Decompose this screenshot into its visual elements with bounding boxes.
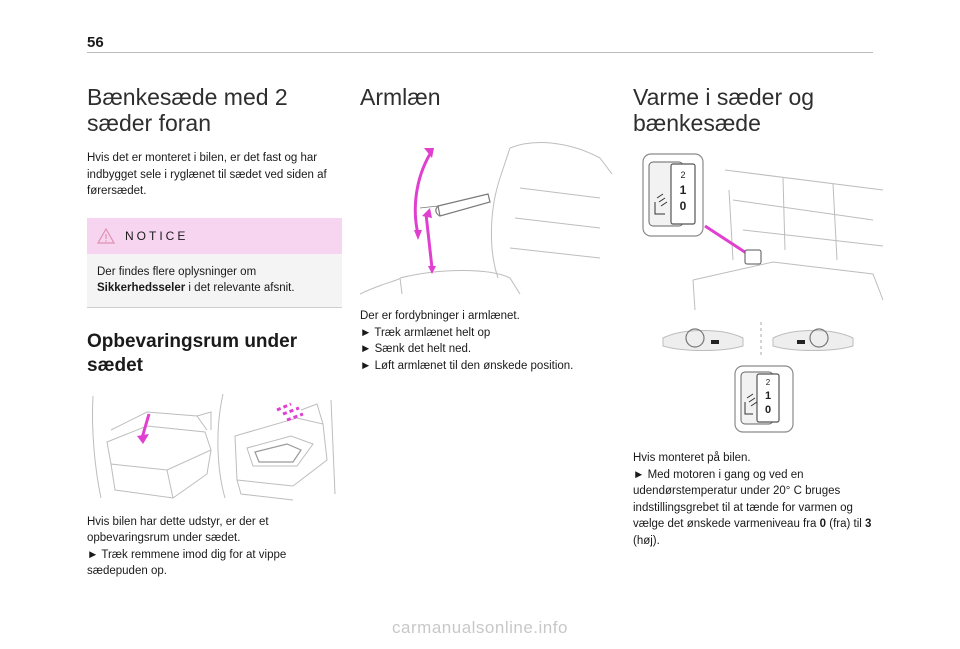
steering-wheel-icon [809,328,829,348]
dashboard-switch-location [662,322,854,356]
switch-level-0: 0 [680,199,687,213]
column-bench-seat: Bænkesæde med 2 sæder foran Hvis det er … [87,84,342,580]
column-seat-heating: Varme i sæder og bænkesæde 2 1 0 [633,84,893,549]
section-title-armrest: Armlæn [360,84,441,110]
warning-triangle-icon [97,227,115,244]
armrest-description: Der er fordybninger i armlænet. ► Træk a… [360,310,574,372]
section-title-seat-heating: Varme i sæder og bænkesæde [633,84,815,136]
bench-seat-description: Hvis det er monteret i bilen, er det fas… [87,152,327,197]
steering-wheel-icon [685,328,705,348]
notice-body: Der findes flere oplysninger om Sikkerhe… [87,253,342,307]
notice-header: NOTICE [87,217,342,254]
footer-watermark: carmanualsonline.info [392,618,568,637]
notice-label: NOTICE [125,228,189,243]
svg-text:2: 2 [766,378,771,387]
storage-illustration [91,393,336,500]
seat-heating-illustration: 2 1 0 [642,153,884,310]
seat-heat-icon [654,193,668,215]
seat-heating-description: Hvis monteret på bilen. ► Med motoren i … [633,452,872,547]
svg-text:1: 1 [765,390,771,402]
notice-text: Der findes flere oplysninger om Sikkerhe… [97,265,295,295]
section-title-bench-seat: Bænkesæde med 2 sæder foran [87,84,288,136]
notice-box: NOTICE Der findes flere oplysninger om S… [87,217,342,308]
svg-text:0: 0 [765,404,771,416]
header-rule [87,52,873,53]
armrest-illustration [360,142,613,295]
switch-level-1: 1 [680,183,687,197]
storage-description: Hvis bilen har dette udstyr, er der et o… [87,515,287,578]
page-number: 56 [87,34,104,51]
column-armrest: Armlæn Der er fordybninger i armlænet. [360,84,615,374]
section-title-storage: Opbevaringsrum under sædet [87,330,298,376]
switch-closeup: 2 1 0 [734,365,794,433]
switch-level-2: 2 [680,170,685,180]
